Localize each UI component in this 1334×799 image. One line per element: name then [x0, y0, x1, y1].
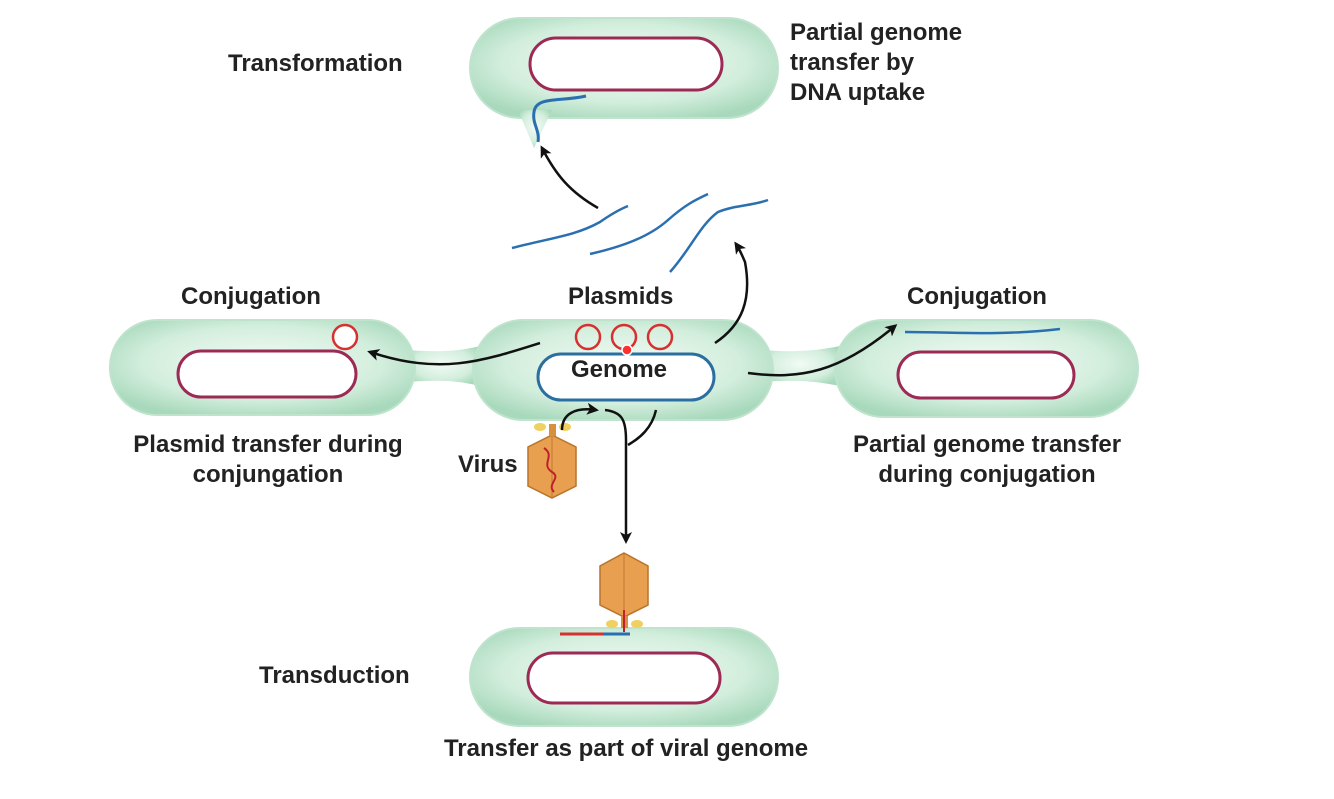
dna-strand [904, 327, 1061, 335]
desc-line: Partial genome [790, 19, 963, 46]
label-conjugation-right: Conjugation [907, 283, 1047, 310]
plasmid-3 [646, 323, 674, 351]
label-genome: Genome [571, 356, 668, 383]
transferred-plasmid [331, 323, 359, 351]
label-plasmid-transfer: Plasmid transfer during conjungation [112, 430, 424, 490]
free-dna-fragments [511, 192, 769, 273]
virus-icon [527, 423, 577, 499]
label-conjugation-left: Conjugation [181, 283, 321, 310]
arrow-to-transformation [540, 145, 599, 210]
cell-conjugation-left [109, 319, 416, 416]
genome-ring [528, 36, 724, 92]
arrow-branch [627, 409, 658, 447]
label-plasmids: Plasmids [568, 283, 674, 310]
cell-donor [472, 319, 774, 421]
label-transformation: Transformation [228, 50, 403, 77]
label-transduction-desc: Transfer as part of viral genome [443, 735, 809, 762]
cell-transduction [469, 627, 779, 727]
cell-transformation [469, 17, 779, 148]
dna-strand [532, 94, 587, 143]
desc-line: DNA uptake [790, 79, 926, 106]
plasmid-1 [574, 323, 602, 351]
label-transduction: Transduction [259, 662, 410, 689]
arrow-plasmid-conjugation [367, 341, 541, 366]
genome-ring [896, 350, 1076, 400]
label-virus: Virus [458, 451, 518, 478]
virus-icon [599, 552, 649, 632]
arrow-genome-conjugation [747, 324, 898, 377]
plasmid-highlight [621, 344, 633, 356]
desc-line: Plasmid transfer during [133, 431, 403, 458]
transfer-arrows [367, 145, 898, 544]
cell-conjugation-right [834, 319, 1139, 418]
genome-ring [176, 349, 358, 399]
desc-line: conjungation [192, 461, 344, 488]
arrow-virus-infection [560, 402, 599, 431]
conjugation-bridge-left [405, 346, 480, 386]
desc-line: transfer by [790, 49, 915, 76]
genome-ring [526, 651, 722, 705]
desc-line: Partial genome transfer [852, 431, 1122, 458]
label-partial-genome-transfer: Partial genome transfer during conjugati… [828, 430, 1146, 490]
desc-line: during conjugation [878, 461, 1096, 488]
label-transformation-desc: Partial genome transfer by DNA uptake [790, 18, 962, 108]
arrow-fragments-release [714, 241, 749, 345]
arrow-to-transduction [604, 408, 632, 544]
